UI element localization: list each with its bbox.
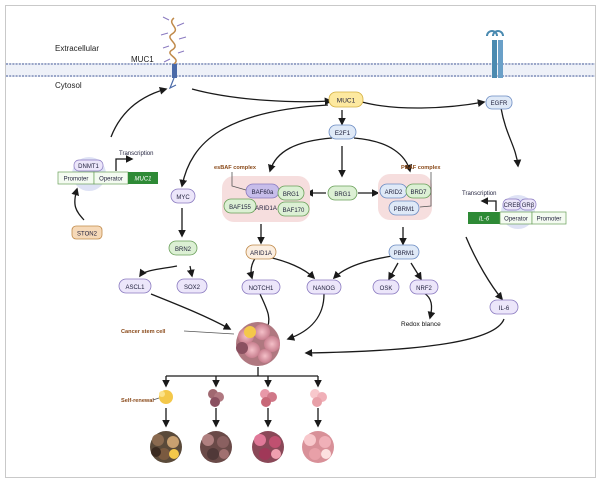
- dnmt1-label: DNMT1: [78, 164, 99, 170]
- svg-text:NOTCH1: NOTCH1: [249, 286, 274, 292]
- svg-text:PBRM1: PBRM1: [394, 251, 415, 257]
- svg-text:NANOG: NANOG: [313, 286, 335, 292]
- svg-text:STON2: STON2: [77, 232, 98, 238]
- gene-right-label: IL-6: [479, 217, 490, 223]
- node-egfr[interactable]: EGFR: [485, 95, 513, 110]
- esbaf-complex-label: esBAF complex: [214, 165, 257, 171]
- svg-text:MYC: MYC: [176, 195, 190, 201]
- tumor-cluster-3: [252, 431, 284, 463]
- redox-label: Redox blance: [401, 321, 441, 328]
- svg-text:NRF2: NRF2: [416, 286, 432, 292]
- svg-text:ARID1A: ARID1A: [250, 251, 272, 257]
- arid2-label: ARID2: [385, 190, 403, 196]
- creb-label: CREB: [504, 203, 521, 209]
- daughter-cells-row: [159, 389, 327, 407]
- self-renewal-label: Self-renewal: [121, 398, 154, 404]
- node-osk[interactable]: OSK: [372, 279, 400, 295]
- baf155-label: BAF155: [229, 205, 251, 211]
- node-baf155[interactable]: [223, 198, 257, 214]
- svg-text:IL-6: IL-6: [499, 306, 510, 312]
- svg-text:OSK: OSK: [380, 286, 393, 292]
- brg1-esbaf-label: BRG1: [283, 192, 300, 198]
- svg-text:BRG1: BRG1: [334, 192, 351, 198]
- node-muc1[interactable]: MUC1: [328, 91, 364, 108]
- svg-text:EGFR: EGFR: [491, 101, 508, 107]
- node-myc[interactable]: MYC: [170, 188, 196, 204]
- node-arid1a[interactable]: ARID1A: [245, 244, 277, 260]
- svg-text:SOX2: SOX2: [184, 285, 201, 291]
- egfr-receptor-icon: [486, 30, 504, 78]
- transcription-left-label: Transcription: [119, 151, 153, 157]
- node-il6[interactable]: IL-6: [489, 299, 519, 315]
- muc1-receptor-icon: [160, 16, 187, 90]
- pbaf-complex-label: PBAF complex: [401, 165, 441, 171]
- node-pbrm1-complex[interactable]: [388, 200, 420, 216]
- gene-left-label: MUC1: [134, 177, 151, 183]
- transcription-right-label: Transcription: [462, 191, 496, 197]
- figure-frame: Extracellular Cytosol MUC1: [5, 5, 596, 478]
- muc1-receptor-label: MUC1: [131, 55, 154, 64]
- pathway-arrows: [71, 86, 522, 428]
- node-dnmt1[interactable]: [73, 159, 104, 172]
- cell-membrane: [6, 63, 595, 77]
- node-pbrm1[interactable]: PBRM1: [388, 244, 420, 260]
- cancer-stem-cell-cluster[interactable]: [236, 322, 280, 366]
- node-ascl1[interactable]: ASCL1: [118, 278, 152, 294]
- promoter-left-label: Promoter: [64, 177, 89, 183]
- node-brg1[interactable]: BRG1: [327, 185, 358, 201]
- pbrm1-complex-label: PBRM1: [394, 207, 415, 213]
- node-ston2[interactable]: STON2: [71, 225, 103, 240]
- baf170-label: BAF170: [283, 208, 305, 214]
- svg-text:E2F1: E2F1: [335, 130, 351, 137]
- cytosol-label: Cytosol: [55, 81, 82, 90]
- grb-label: GRβ: [522, 203, 535, 209]
- operator-right-label: Operator: [504, 217, 528, 223]
- cancer-stem-cell-label: Cancer stem cell: [121, 329, 166, 335]
- operator-left-label: Operator: [99, 177, 123, 183]
- svg-text:ASCL1: ASCL1: [125, 285, 145, 291]
- esbaf-complex[interactable]: BAF60a BRG1 BAF155 ARID1A BAF170: [222, 176, 310, 222]
- extracellular-label: Extracellular: [55, 44, 99, 53]
- il6-gene-unit: CREB GRβ IL-6 Operator Promoter Transcri…: [462, 191, 567, 229]
- node-grb[interactable]: [519, 198, 537, 211]
- brd7-label: BRD7: [410, 190, 427, 196]
- stem-cell-icon: [244, 326, 256, 338]
- node-brn2[interactable]: BRN2: [168, 240, 198, 256]
- node-sox2[interactable]: SOX2: [176, 278, 208, 294]
- tumor-cluster-2: [200, 431, 232, 463]
- tumor-cluster-1: [150, 431, 182, 463]
- promoter-right-label: Promoter: [537, 217, 562, 223]
- node-nanog[interactable]: NANOG: [306, 279, 342, 295]
- node-notch1[interactable]: NOTCH1: [241, 279, 281, 295]
- baf60a-label: BAF60a: [252, 190, 274, 196]
- node-baf170[interactable]: [277, 201, 310, 217]
- muc1-gene-unit: DNMT1 Promoter Operator MUC1 Transcripti…: [57, 151, 158, 191]
- tumor-cluster-4: [302, 431, 334, 463]
- signaling-diagram: Extracellular Cytosol MUC1: [6, 16, 595, 463]
- arid1a-complex-label: ARID1A: [255, 206, 277, 212]
- node-e2f1[interactable]: E2F1: [328, 124, 357, 140]
- svg-text:BRN2: BRN2: [175, 247, 192, 253]
- node-brg1-esbaf[interactable]: [277, 185, 305, 201]
- pbaf-complex[interactable]: ARID2 BRD7 PBRM1: [378, 174, 432, 220]
- node-nrf2[interactable]: NRF2: [409, 279, 439, 295]
- svg-text:MUC1: MUC1: [337, 98, 356, 105]
